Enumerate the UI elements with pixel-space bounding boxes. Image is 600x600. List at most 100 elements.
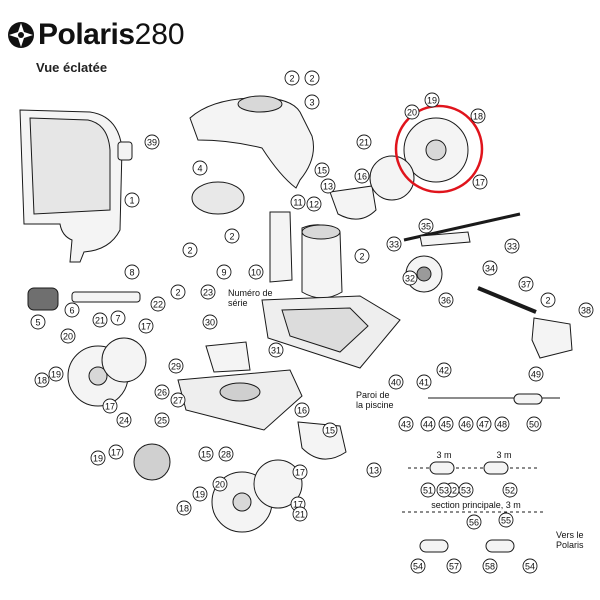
callout-number: 53 [439,486,449,496]
callout-2-1: 2 [182,242,198,258]
axle-bracket-part [531,317,573,359]
callout-circle [504,238,520,254]
callout-number: 52 [447,486,457,496]
flap-upper-part [329,185,377,220]
callout-45: 45 [438,416,454,432]
callout-2-4: 2 [170,284,186,300]
callout-19-2: 19 [90,450,106,466]
callout-number: 2 [187,246,192,256]
callout-18-1: 18 [34,372,50,388]
callout-number: 31 [271,346,281,356]
brand-name: Polaris [38,18,135,51]
callout-circle [116,412,132,428]
callout-circle [150,296,166,312]
callout-7: 7 [110,310,126,326]
callout-number: 28 [221,450,231,460]
callout-circle [92,312,108,328]
callout-circle [322,422,338,438]
label-length-a: 3 m [436,450,451,460]
callout-number: 7 [115,314,120,324]
callout-circle [420,416,436,432]
callout-number: 18 [179,504,189,514]
callout-number: 16 [297,406,307,416]
callout-number: 2 [229,232,234,242]
brand-header: Polaris 280 [6,18,185,52]
callout-number: 15 [317,166,327,176]
callout-number: 44 [423,420,433,430]
callout-number: 21 [295,510,305,520]
callout-number: 29 [171,362,181,372]
callout-number: 33 [507,242,517,252]
callout-28: 28 [218,446,234,462]
callout-number: 4 [197,164,202,174]
callout-2-3: 2 [354,248,370,264]
callout-34: 34 [482,260,498,276]
callout-number: 8 [129,268,134,278]
callout-20-1: 20 [60,328,76,344]
wheel-top-right-hub [425,139,447,161]
callout-16-1: 16 [294,402,310,418]
callout-2-2: 2 [224,228,240,244]
callout-circle [124,264,140,280]
callout-circle [418,218,434,234]
callout-19-3: 19 [192,486,208,502]
hose-assembly [402,393,560,553]
callout-circle [64,302,80,318]
callout-number: 40 [391,378,401,388]
callout-number: 19 [195,490,205,500]
callout-number: 19 [427,96,437,106]
callout-17-3: 17 [108,444,124,460]
tube-part [71,291,141,303]
callout-number: 30 [205,318,215,328]
callout-number: 17 [111,448,121,458]
callout-17-4: 17 [292,464,308,480]
callout-number: 18 [473,112,483,122]
callout-number: 43 [401,420,411,430]
callout-circle [438,416,454,432]
brand-model: 280 [134,18,185,51]
callout-circle [108,444,124,460]
callout-number: 15 [325,426,335,436]
wheel-bottom-20-hub [232,492,252,512]
jet-part [269,211,293,283]
callout-58: 58 [482,558,498,574]
callout-number: 19 [93,454,103,464]
callout-circle [540,292,556,308]
callout-number: 11 [293,198,302,208]
callout-29: 29 [168,358,184,374]
callout-19: 19 [424,92,440,108]
callout-35: 35 [418,218,434,234]
callout-20-2: 20 [212,476,228,492]
callout-number: 21 [359,138,369,148]
callout-circle [482,260,498,276]
parts-drawings [19,95,573,460]
float-part [191,181,245,215]
callout-36: 36 [438,292,454,308]
callout-23: 23 [200,284,216,300]
callout-circle [218,446,234,462]
callout-circle [522,558,538,574]
callout-circle [498,512,514,528]
callout-24: 24 [116,412,132,428]
callout-number: 2 [545,296,550,306]
callout-47: 47 [476,416,492,432]
callout-number: 20 [407,108,417,118]
callout-circle [292,464,308,480]
callout-53: 53 [458,482,474,498]
callout-circle [154,384,170,400]
callout-31: 31 [268,342,284,358]
callout-number: 54 [413,562,423,572]
callout-circle [404,104,420,120]
callout-number: 15 [201,450,211,460]
callout-number: 5 [35,318,40,328]
callout-54-1: 54 [522,558,538,574]
callout-18: 18 [470,108,486,124]
callout-number: 32 [405,274,415,284]
filter-screen-part [27,287,59,311]
callout-circle [294,402,310,418]
callout-circle [154,412,170,428]
callout-number: 17 [141,322,151,332]
